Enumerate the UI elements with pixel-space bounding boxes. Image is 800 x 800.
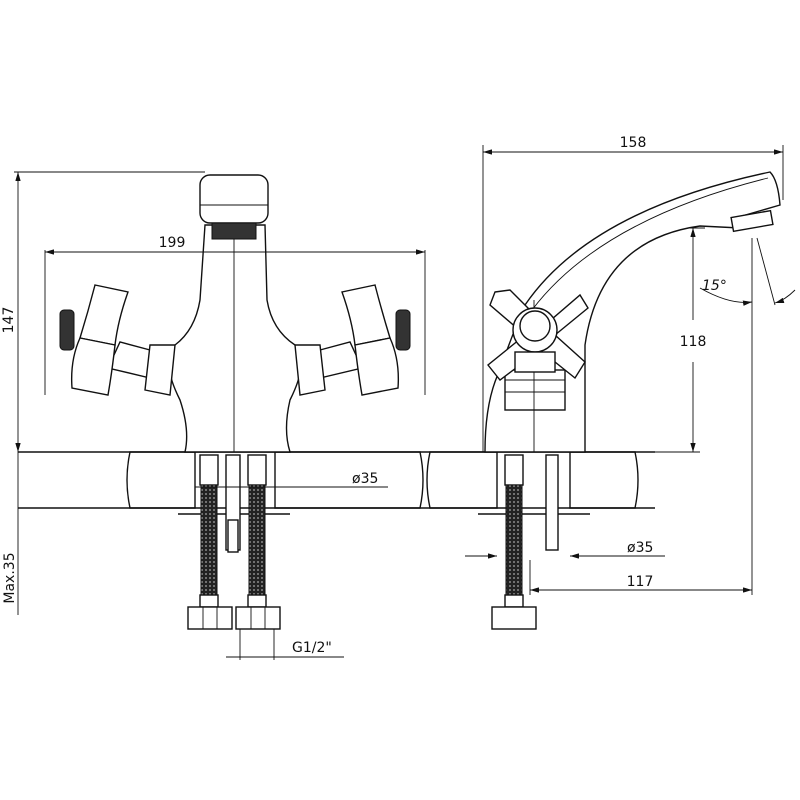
faucet-body-front (167, 174, 303, 453)
handle-side (487, 289, 589, 381)
spout-height-label: 118 (680, 334, 707, 350)
front-view: 147 199 Max.35 ø35 G1/2" (1, 171, 430, 660)
dimension-reach-158: 158 (482, 135, 784, 452)
faucet-body-side (484, 171, 781, 453)
hole-diameter-label-front: ø35 (352, 471, 378, 487)
reach-label: 158 (620, 135, 647, 151)
dimension-max-thickness: Max.35 (2, 452, 19, 615)
offset-label: 117 (627, 574, 654, 590)
angle-label: 15° (702, 278, 727, 294)
height-label: 147 (1, 307, 17, 334)
dimension-spout-height-118: 118 (655, 227, 707, 453)
width-label: 199 (159, 235, 186, 251)
dimension-width-199: 199 (44, 235, 426, 395)
max-thickness-label: Max.35 (2, 552, 18, 603)
dimension-thread: G1/2" (226, 629, 344, 660)
supply-hoses-front (187, 454, 281, 630)
handle-left-front (59, 284, 176, 396)
countertop-side (426, 451, 655, 515)
dimension-angle-15: 15° (699, 237, 796, 595)
dimension-hole-front: ø35 (195, 471, 388, 488)
dimension-hole-side: ø35 (465, 540, 665, 595)
thread-label: G1/2" (292, 640, 332, 656)
dimension-height-147: 147 (1, 171, 205, 452)
hole-diameter-label-side: ø35 (627, 540, 653, 556)
dimension-offset-117: 117 (530, 574, 752, 593)
handle-right-front (294, 284, 411, 396)
side-view: 158 118 15° ø35 117 (426, 135, 796, 630)
supply-hoses-side (491, 454, 559, 630)
